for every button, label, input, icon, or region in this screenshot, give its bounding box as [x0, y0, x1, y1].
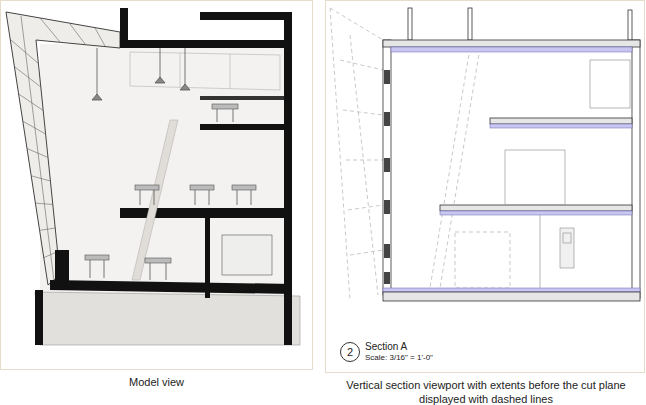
callout-number: 2: [340, 342, 360, 362]
callout-text: 2: [347, 346, 353, 358]
model-view-drawing: [6, 8, 300, 345]
section-viewport-panel: Vertical section viewport with extents b…: [325, 0, 645, 373]
panel-caption: Model view: [1, 375, 312, 389]
panel-caption: Vertical section viewport with extents b…: [341, 378, 631, 405]
model-view-panel: Model view: [0, 0, 313, 370]
section-title: Section A: [365, 341, 407, 352]
section-drawing: [330, 8, 640, 301]
scale-note: Scale: 3/16" = 1'-0": [365, 353, 433, 362]
